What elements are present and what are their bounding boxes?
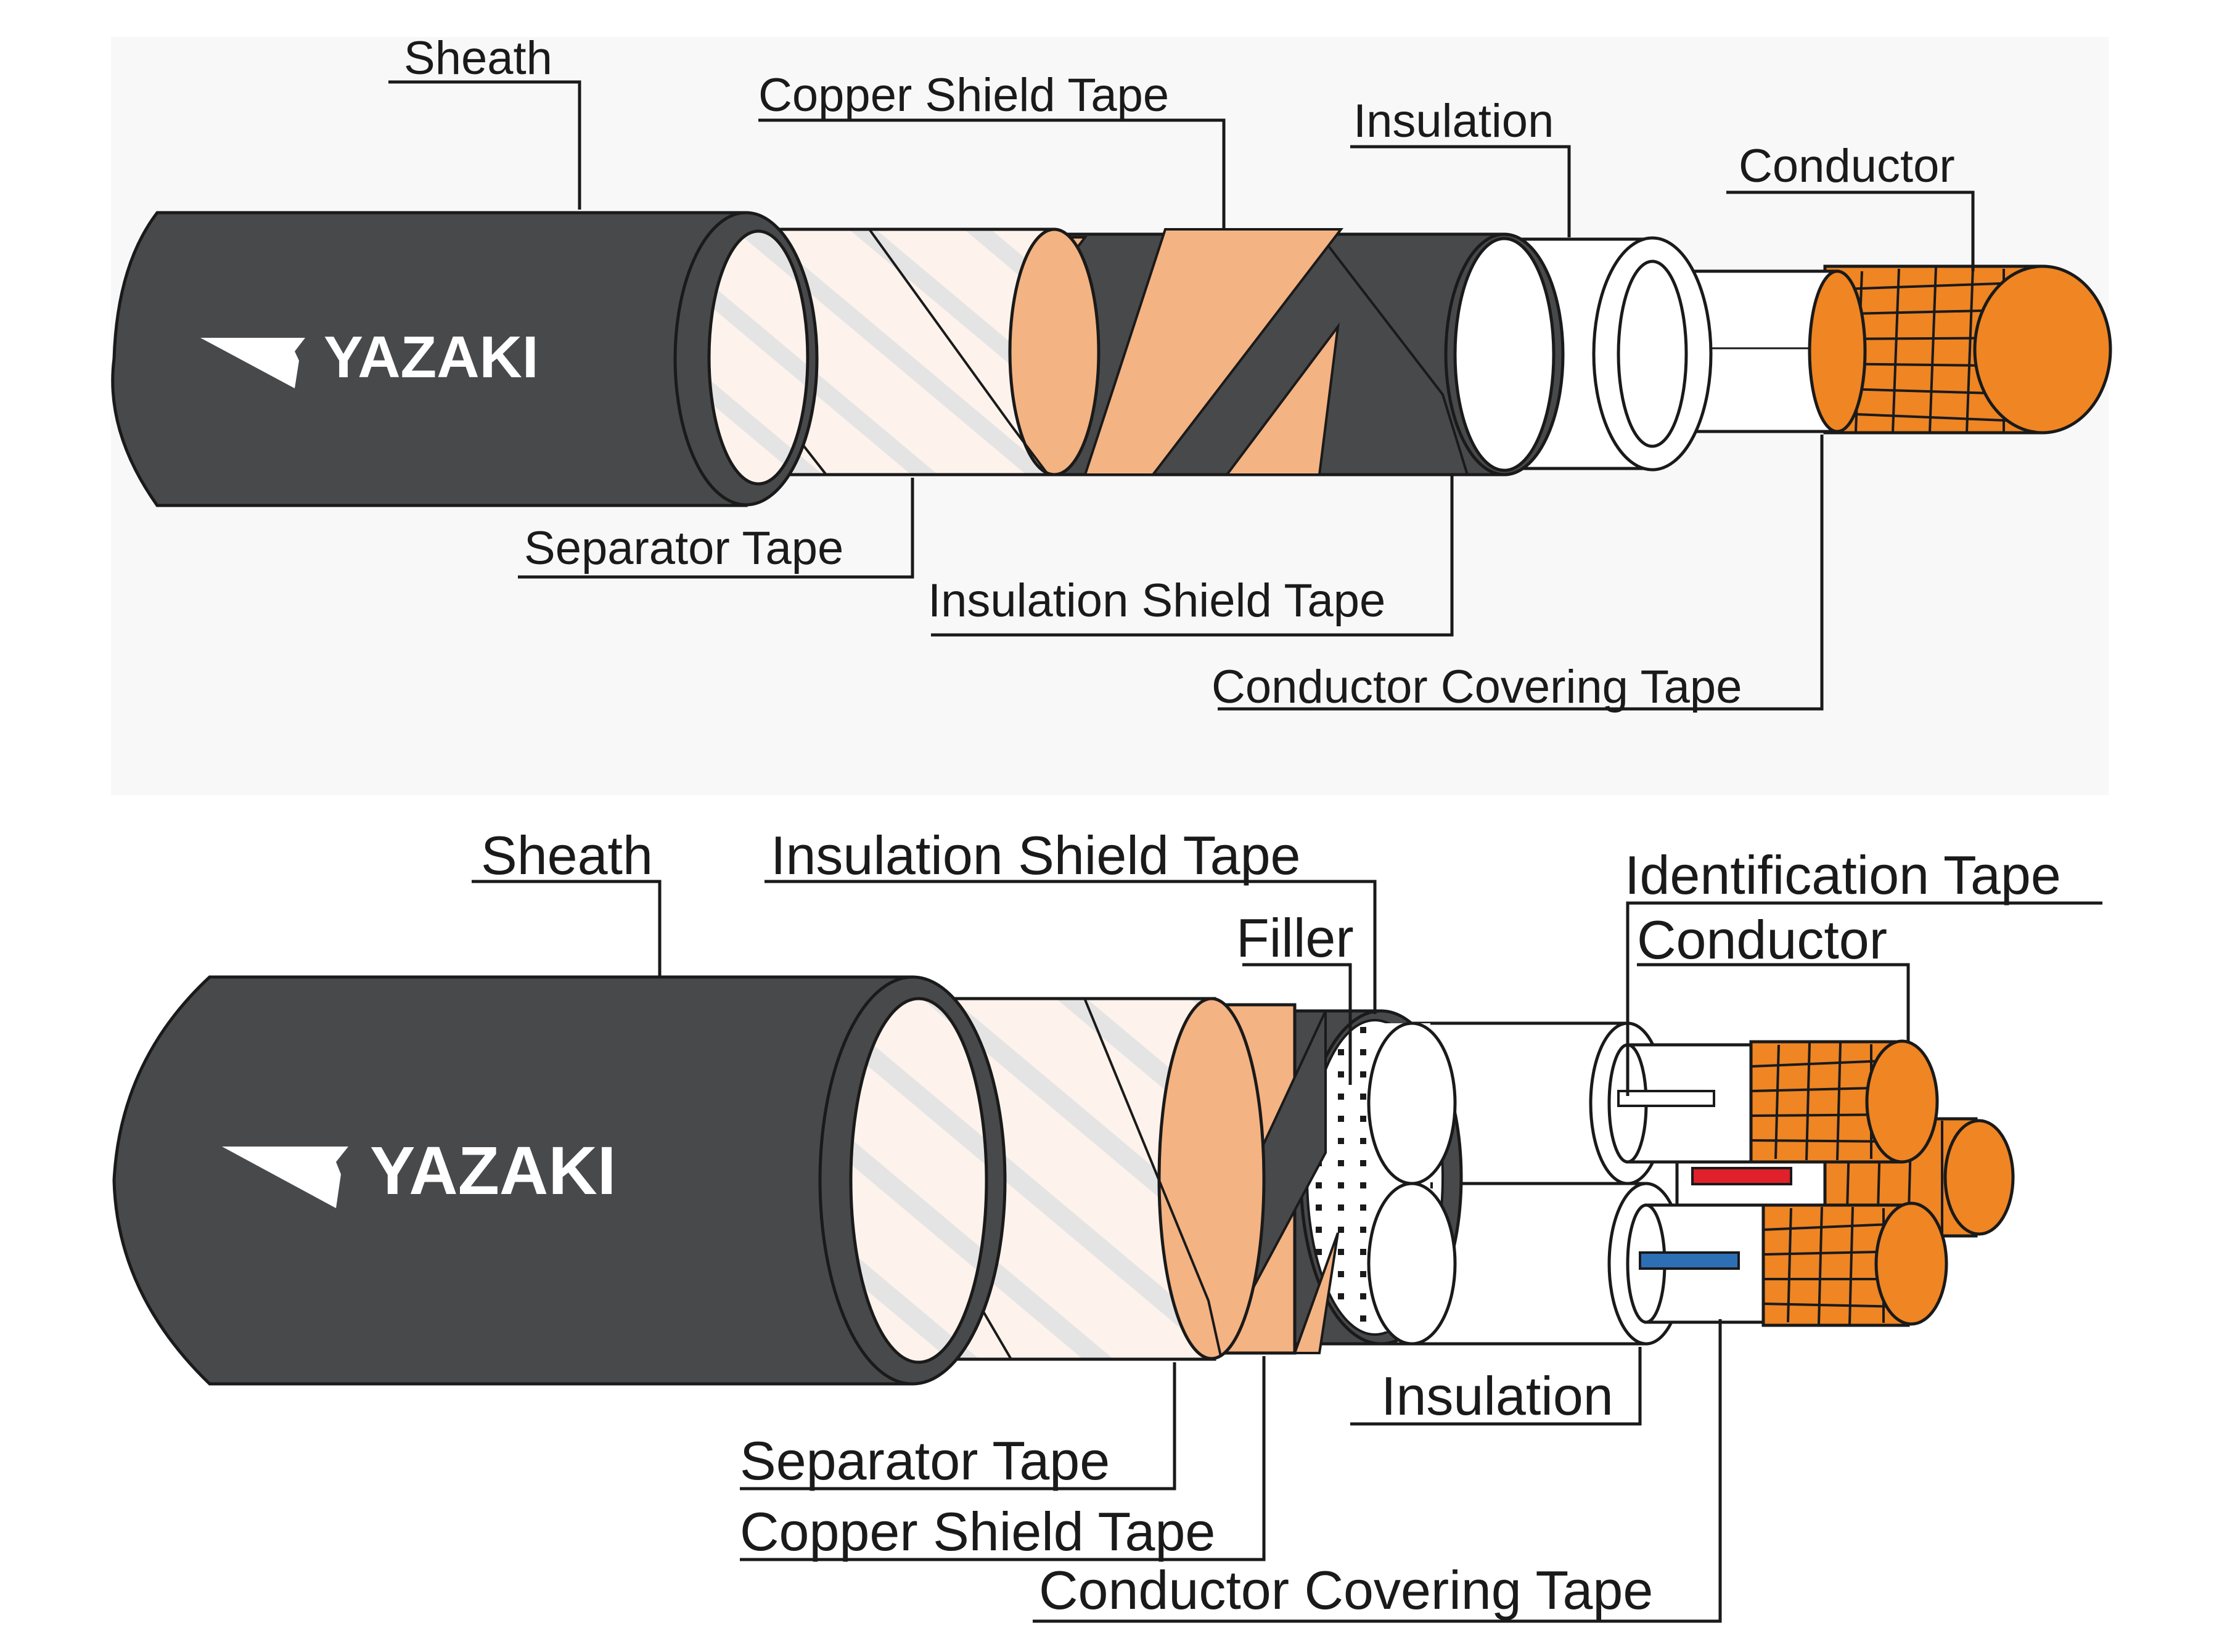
top-cable-panel: YAZAKI Sheath Copper Shield Tape Insulat…: [111, 32, 2112, 795]
bottom-label-sheath: Sheath: [481, 825, 653, 886]
top-label-conductor: Conductor: [1739, 140, 1955, 192]
top-label-copper-shield-tape: Copper Shield Tape: [758, 69, 1169, 121]
bottom-label-insulation: Insulation: [1381, 1365, 1613, 1426]
bottom-label-copper-shield-tape: Copper Shield Tape: [740, 1501, 1215, 1562]
top-label-conductor-covering-tape: Conductor Covering Tape: [1212, 661, 1742, 713]
top-yazaki-logo: YAZAKI: [200, 324, 539, 390]
bottom-identification-tape-red: [1691, 1167, 1792, 1185]
top-sheath: [111, 211, 819, 507]
bottom-label-identification-tape: Identification Tape: [1625, 844, 2061, 906]
top-label-insulation-shield-tape: Insulation Shield Tape: [928, 575, 1385, 627]
top-labels: Sheath Copper Shield Tape Insulation Con…: [388, 32, 1975, 713]
top-logo-text: YAZAKI: [324, 324, 539, 390]
bottom-identification-tape-blue: [1639, 1251, 1740, 1270]
bottom-label-separator-tape: Separator Tape: [740, 1430, 1110, 1491]
top-label-separator-tape: Separator Tape: [524, 522, 843, 575]
bottom-sheath: [112, 975, 1007, 1386]
top-label-sheath: Sheath: [404, 32, 552, 84]
bottom-label-conductor-covering-tape: Conductor Covering Tape: [1039, 1560, 1653, 1621]
bottom-label-insulation-shield-tape: Insulation Shield Tape: [771, 825, 1300, 886]
bottom-identification-tape-white: [1617, 1090, 1715, 1107]
top-yazaki-emblem: [200, 338, 305, 388]
top-conductor: [1823, 264, 2112, 435]
bottom-label-conductor: Conductor: [1637, 909, 1887, 970]
bottom-label-filler: Filler: [1236, 907, 1354, 968]
bottom-cable-panel: YAZAKI Sheath Insulation Shield Tape Fil…: [112, 825, 2102, 1623]
top-label-insulation: Insulation: [1353, 95, 1554, 147]
bottom-yazaki-logo: YAZAKI: [222, 1133, 616, 1209]
bottom-yazaki-emblem: [222, 1147, 348, 1208]
bottom-labels: Sheath Insulation Shield Tape Filler Ide…: [472, 825, 2102, 1623]
top-separator-tape: [714, 227, 1101, 476]
bottom-logo-text: YAZAKI: [370, 1133, 616, 1209]
bottom-filler: [1306, 1019, 1457, 1346]
